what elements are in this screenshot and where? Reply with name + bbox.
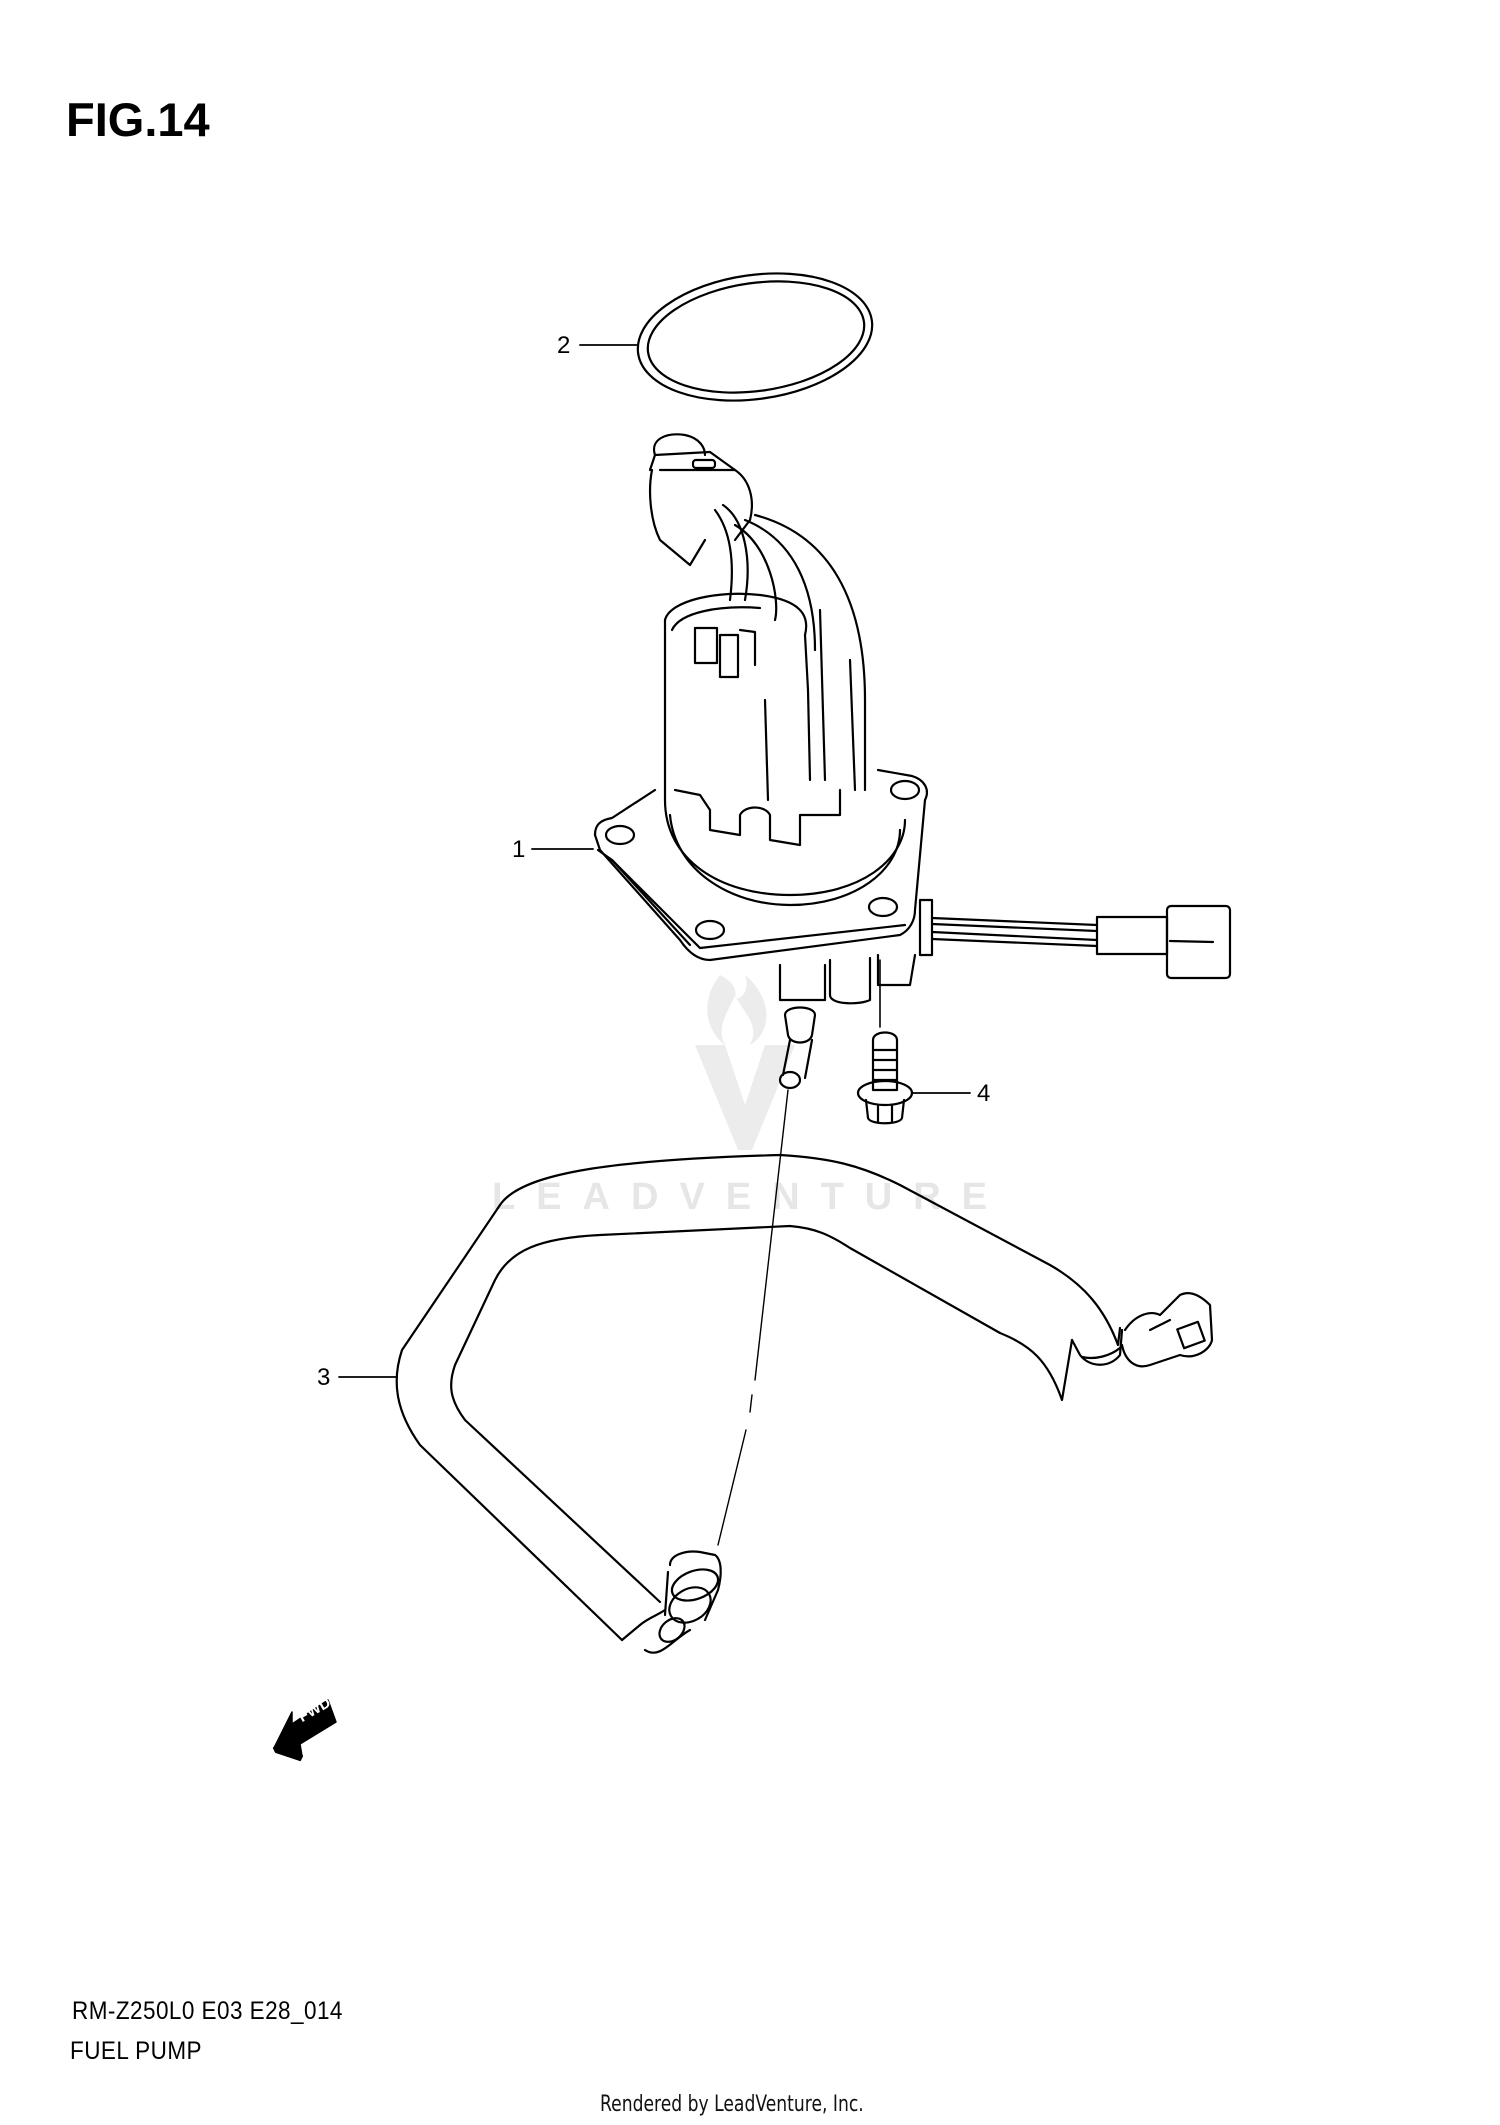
- fuel-pump-part[interactable]: [595, 434, 1230, 1088]
- flange-bolt-part[interactable]: [858, 960, 912, 1123]
- o-ring-part[interactable]: [630, 259, 881, 415]
- callout-1[interactable]: 1: [512, 836, 526, 863]
- callout-2[interactable]: 2: [557, 332, 571, 359]
- fuel-hose-part[interactable]: [397, 1090, 1212, 1653]
- fwd-arrow-icon: [274, 1700, 336, 1760]
- watermark-text: LEADVENTURE: [492, 1176, 1009, 1218]
- callout-4[interactable]: 4: [977, 1080, 991, 1107]
- figure-title: FIG.14: [66, 93, 210, 146]
- callout-3[interactable]: 3: [317, 1364, 331, 1391]
- render-credit: Rendered by LeadVenture, Inc.: [600, 2092, 864, 2117]
- model-code: RM-Z250L0 E03 E28_014: [72, 1997, 343, 2025]
- section-name: FUEL PUMP: [70, 2037, 202, 2065]
- watermark-logo-icon: [695, 975, 795, 1150]
